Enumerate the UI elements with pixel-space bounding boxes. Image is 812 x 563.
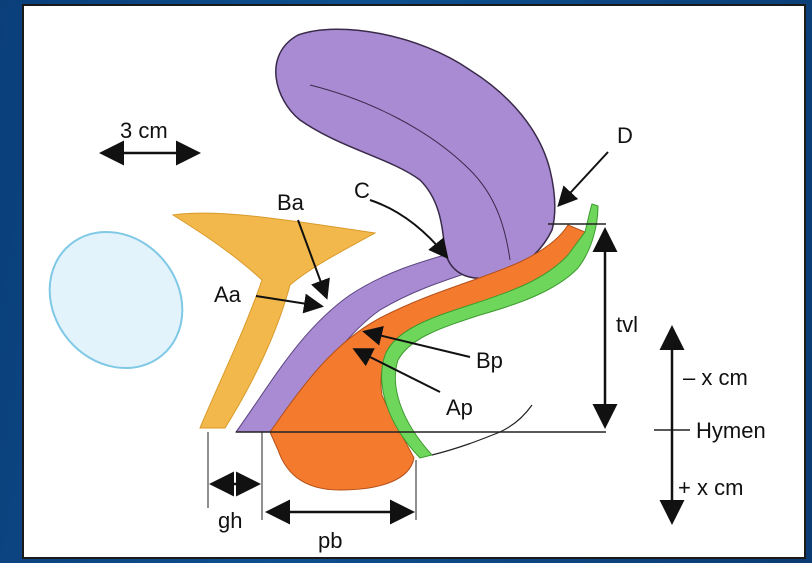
label-minus-x-cm: – x cm (683, 365, 748, 390)
label-hymen: Hymen (696, 418, 766, 443)
label-ba: Ba (277, 190, 305, 215)
label-plus-x-cm: + x cm (678, 475, 743, 500)
label-ap: Ap (446, 395, 473, 420)
label-c: C (354, 178, 370, 203)
label-aa: Aa (214, 282, 242, 307)
label-gh: gh (218, 508, 242, 533)
label-pb: pb (318, 528, 342, 553)
label-d: D (617, 123, 633, 148)
label-tvl: tvl (616, 312, 638, 337)
bladder-shape (22, 205, 210, 395)
c-pointer (370, 200, 446, 256)
scale-label: 3 cm (120, 118, 168, 143)
d-pointer (560, 152, 608, 204)
label-bp: Bp (476, 348, 503, 373)
